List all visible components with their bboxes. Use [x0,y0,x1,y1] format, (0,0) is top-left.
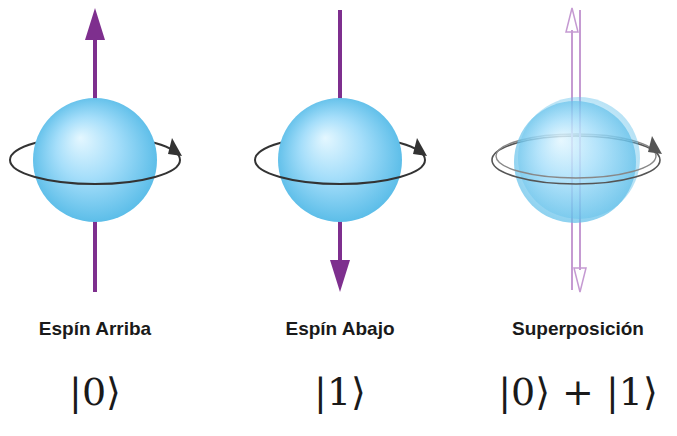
state-name: Superposición [512,318,644,340]
rotation-head [168,138,182,156]
rotation-ring [10,160,180,184]
ket-notation: |1⟩ [314,370,366,414]
ket-notation: |0⟩ [69,370,121,414]
arrow-head [566,8,578,32]
arrow-head [85,8,105,40]
particle-sphere [33,98,157,222]
rotation-ring [255,160,425,184]
state-name: Espín Abajo [285,318,394,340]
spin-up-particle [10,8,182,292]
rotation-ring [496,156,656,178]
spin-down-particle [255,10,427,292]
particle-sphere [278,98,402,222]
rotation-ring [492,160,660,184]
arrow-head [330,260,350,292]
rotation-head [648,136,662,154]
rotation-head [413,138,427,156]
ket-notation: |0⟩ + |1⟩ [498,370,658,414]
arrow-head [574,268,586,292]
particle-sphere [514,101,636,223]
superposition-particle [492,8,662,292]
state-name: Espín Arriba [39,318,151,340]
